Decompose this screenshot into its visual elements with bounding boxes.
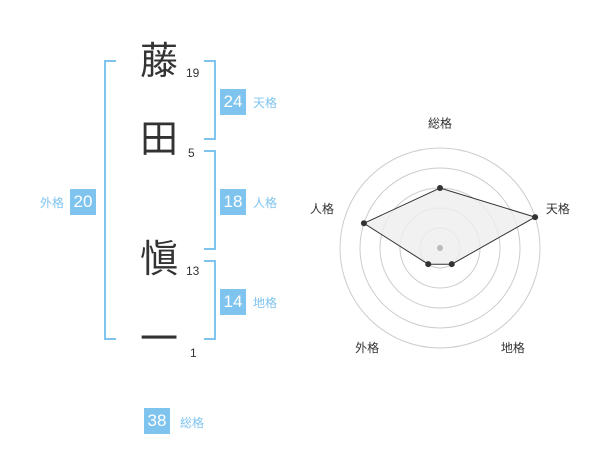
jinkaku-value: 18 [220,189,246,215]
radar-point-2 [532,214,539,221]
radar-ring-4 [359,167,521,329]
tenkaku-bracket [204,60,216,140]
jinkaku-bracket [204,150,216,250]
chikaku-label: 地格 [253,296,278,310]
radar-axis-label-5: 人格 [310,201,334,216]
radar-axis-label-4: 外格 [355,340,379,355]
radar-point-4 [425,261,432,268]
radar-point-5 [360,220,367,227]
radar-point-1 [437,185,443,191]
radar-axis-label-3: 地格 [501,340,525,355]
stroke-count-4: 1 [190,346,197,360]
radar-series-polygon [362,187,537,265]
jinkaku-label: 人格 [253,196,278,210]
chikaku-bracket [204,260,216,340]
gaikaku-label: 外格 [40,196,65,210]
radar-axis-label-2: 天格 [546,201,570,216]
gaikaku-bracket [104,60,116,340]
radar-ring-5 [339,147,541,349]
name-char-4: 一 [140,317,179,361]
stroke-count-1: 19 [186,66,200,80]
tenkaku-label: 天格 [253,96,278,110]
radar-axis-label-1: 総格 [428,116,452,131]
radar-point-3 [448,261,455,268]
soukaku-label: 総格 [180,416,205,430]
tenkaku-value: 24 [220,89,246,115]
name-char-1: 藤 [140,39,179,83]
name-char-2: 田 [140,117,179,161]
stroke-count-2: 5 [188,146,195,160]
gaikaku-value: 20 [70,189,96,215]
stroke-count-3: 13 [186,264,200,278]
chikaku-value: 14 [220,289,246,315]
soukaku-value: 38 [144,408,170,434]
name-char-3: 愼 [140,237,179,281]
radar-center-dot [437,245,443,251]
